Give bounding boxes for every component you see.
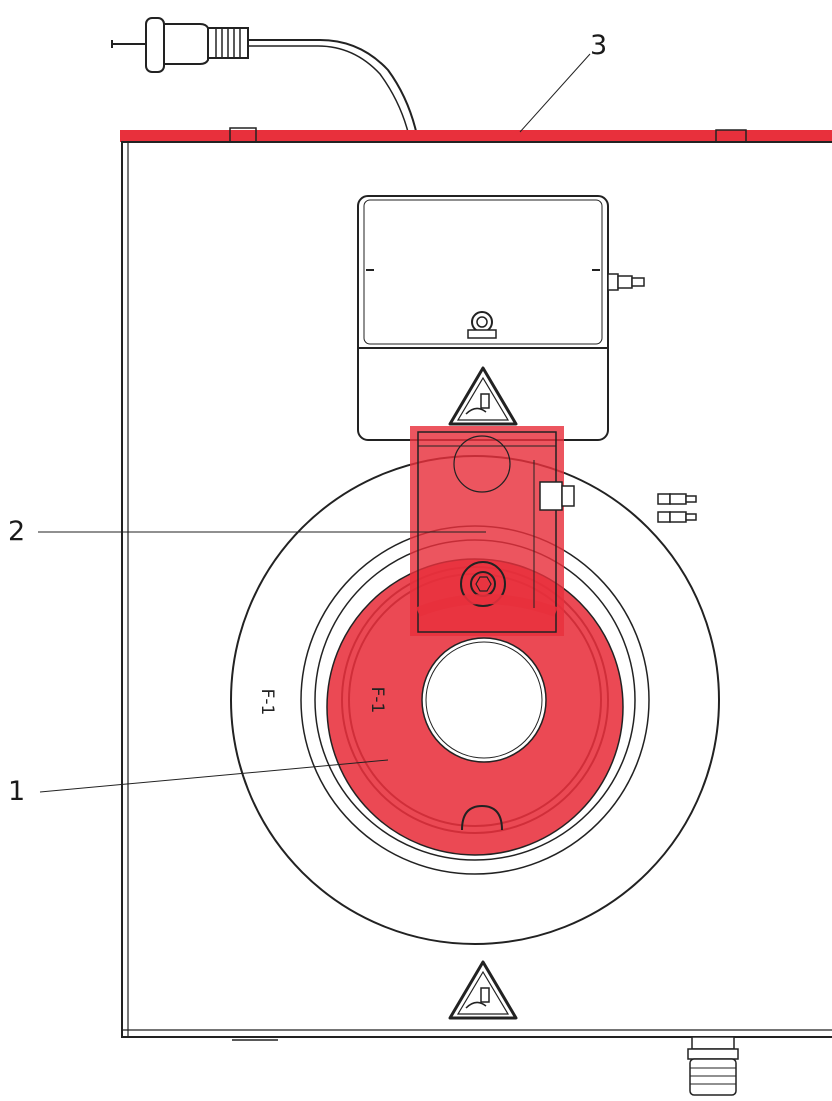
callout-3-leader: [519, 53, 591, 133]
hand-crush-warning-icon: [448, 960, 518, 1020]
power-plug-icon: [111, 17, 249, 73]
power-cable-inner: [248, 45, 411, 141]
outer-ring-marking: F-1: [257, 689, 277, 716]
bottom-fitting: [687, 1036, 739, 1096]
callout-1-leader: [39, 759, 389, 793]
inner-ring-marking: F-1: [367, 687, 387, 714]
hand-crush-warning-icon: [448, 366, 518, 426]
callout-2-label: 2: [8, 516, 25, 547]
top-rail-highlight: [120, 130, 832, 142]
callout-1-label: 1: [8, 776, 25, 807]
twin-connectors: [657, 493, 697, 523]
quick-connector-icon: [607, 273, 645, 291]
clamp-block-highlight: [410, 426, 575, 636]
power-cable: [248, 39, 419, 141]
callout-3-label: 3: [590, 30, 607, 61]
